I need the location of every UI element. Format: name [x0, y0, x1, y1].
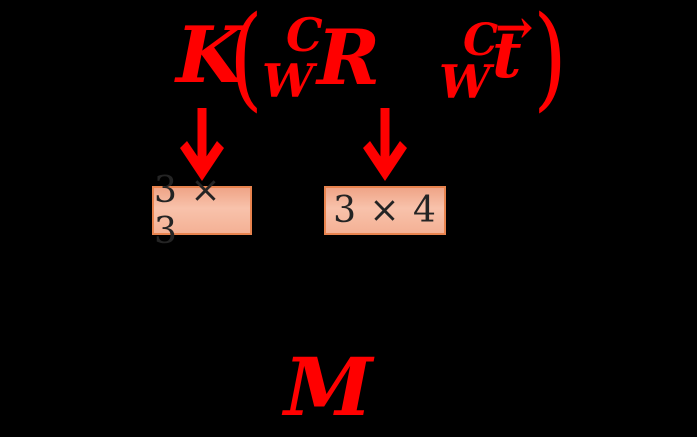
translation-presuperscript-c: C — [463, 15, 499, 66]
down-arrow-icon — [180, 108, 224, 181]
down-arrow-icon — [363, 108, 407, 181]
dimension-box-3x4: 3 × 4 — [324, 186, 446, 235]
intrinsic-matrix-k: K — [176, 10, 244, 101]
dimension-label: 3 × 4 — [333, 190, 437, 231]
open-paren: ( — [229, 0, 264, 123]
rotation-presubscript-w: W — [262, 54, 314, 108]
dimension-label: 3 × 3 — [154, 169, 222, 252]
close-paren: ) — [533, 0, 568, 123]
rotation-presuperscript-c: C — [286, 8, 323, 62]
rotation-matrix-r: R — [317, 13, 381, 102]
translation-vector-t: t — [492, 18, 522, 93]
result-matrix-m: M — [284, 340, 373, 434]
dimension-box-3x3: 3 × 3 — [152, 170, 252, 252]
translation-presubscript-w: W — [439, 55, 491, 109]
vector-arrow-icon: → — [495, 0, 534, 54]
